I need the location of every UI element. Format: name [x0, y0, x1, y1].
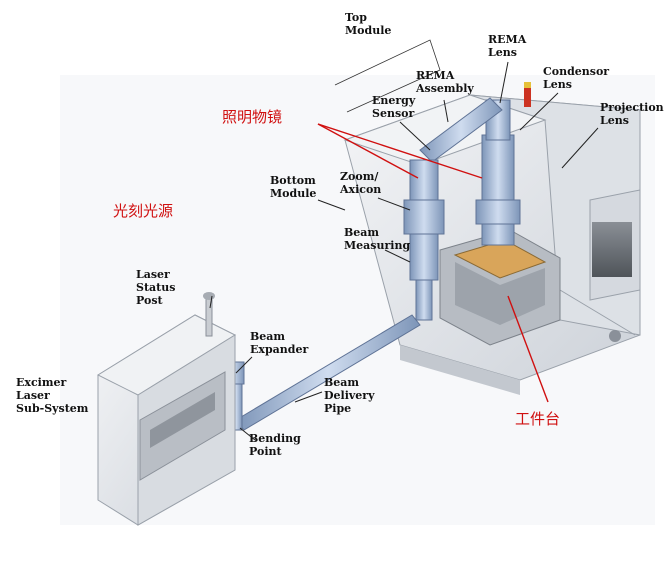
label-excimer-laser: Excimer Laser Sub-System — [16, 376, 89, 415]
excimer-laser-cabinet — [96, 292, 237, 526]
label-rema-assembly: REMA Assembly — [416, 69, 474, 95]
beam-optics — [221, 97, 521, 431]
label-beam-measuring: Beam Measuring — [344, 226, 411, 252]
annotation-wafer-stage: 工件台 — [515, 410, 561, 428]
red-leader-lines — [317, 123, 549, 403]
top-module-outline — [334, 39, 441, 113]
label-bottom-module: Bottom Module — [270, 174, 317, 200]
label-beam-expander: Beam Expander — [250, 330, 309, 356]
label-zoom-axicon: Zoom/ Axicon — [340, 170, 382, 196]
label-beam-delivery-pipe: Beam Delivery Pipe — [324, 376, 375, 415]
label-condensor-lens: Condensor Lens — [543, 65, 610, 91]
label-laser-status-post: Laser Status Post — [136, 268, 176, 307]
label-projection-lens: Projection Lens — [600, 101, 664, 127]
annotation-light-source: 光刻光源 — [113, 202, 174, 220]
label-bending-point: Bending Point — [249, 432, 301, 458]
leader-lines — [209, 61, 599, 441]
annotation-illumination-optics: 照明物镜 — [222, 108, 283, 126]
label-top-module: Top Module — [345, 11, 392, 37]
label-rema-lens: REMA Lens — [488, 33, 527, 59]
label-energy-sensor: Energy Sensor — [372, 94, 416, 120]
